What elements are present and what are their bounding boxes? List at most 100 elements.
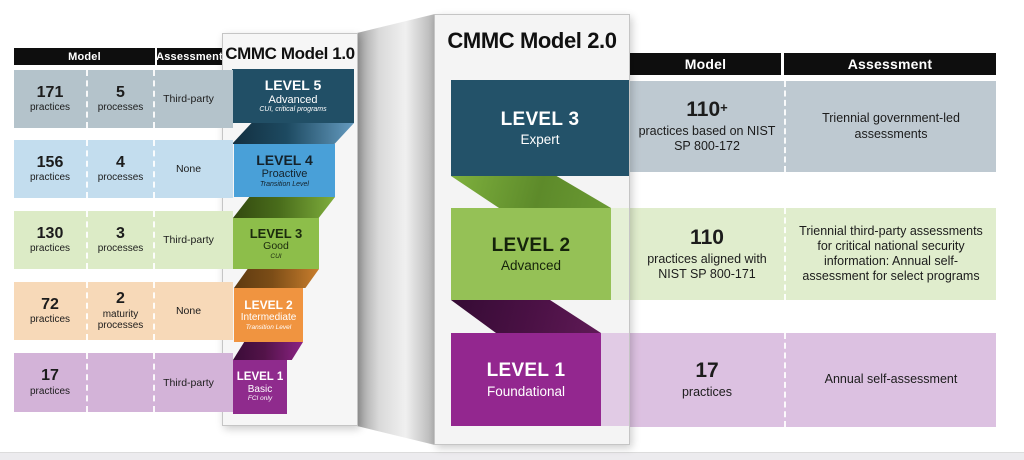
- practices-description: practices based on NIST SP 800-172: [638, 124, 776, 153]
- model-cell: 110+ practices based on NIST SP 800-172: [630, 81, 784, 172]
- model1-level1-block: LEVEL 1 Basic FCI only: [233, 360, 287, 414]
- ribbon-fold: [233, 342, 303, 360]
- right-table-row: 110 practices aligned with NIST SP 800-1…: [630, 208, 996, 300]
- practices-description: practices aligned with NIST SP 800-171: [647, 251, 767, 281]
- level-name: LEVEL 5: [264, 77, 322, 94]
- model1-level3-block: LEVEL 3 Good CUI: [233, 218, 319, 269]
- model2-level1-block: LEVEL 1 Foundational: [451, 333, 601, 426]
- model2-level3-block: LEVEL 3 Expert: [451, 80, 629, 176]
- model-cell: 110 practices aligned with NIST SP 800-1…: [630, 208, 784, 300]
- practices-count: 72: [41, 295, 59, 313]
- assessment-cell: Annual self-assessment: [784, 333, 996, 427]
- practices-count: 171: [36, 83, 64, 101]
- model2-title: CMMC Model 2.0: [447, 28, 617, 53]
- level-subtitle: Transition Level: [260, 180, 309, 188]
- level-label: Proactive: [261, 168, 308, 181]
- left-table-row: 17 practices Third-party: [14, 353, 233, 412]
- processes-label: processes: [97, 102, 144, 114]
- level-name: LEVEL 2: [491, 234, 571, 256]
- cmmc-model-1-panel: CMMC Model 1.0 LEVEL 5 Advanced CUI, cri…: [222, 33, 358, 426]
- level-label: Intermediate: [240, 312, 297, 324]
- left-table-row: 171 practices 5 processes Third-party: [14, 70, 233, 128]
- processes-count: 4: [116, 153, 125, 171]
- right-table-row: 110+ practices based on NIST SP 800-172 …: [630, 81, 996, 172]
- level-name: LEVEL 2: [244, 298, 293, 313]
- assessment-text: Annual self-assessment: [824, 372, 958, 387]
- practices-cell: 72 practices: [14, 282, 86, 340]
- right-table-row: 17 practices Annual self-assessment: [630, 333, 996, 427]
- processes-cell: 5 processes: [86, 70, 153, 128]
- processes-cell: 3 processes: [86, 211, 153, 269]
- practices-label: practices: [29, 102, 70, 114]
- level-name: LEVEL 3: [249, 225, 303, 241]
- practices-label: practices: [29, 172, 70, 184]
- ribbon-fold: [233, 197, 335, 218]
- practices-label: practices: [29, 243, 70, 255]
- level-subtitle: FCI only: [247, 395, 273, 403]
- practices-label: practices: [29, 385, 70, 397]
- ribbon-fold: [234, 269, 319, 288]
- practices-cell: 17 practices: [14, 353, 86, 412]
- processes-count: 2: [116, 290, 125, 308]
- practices-cell: 130 practices: [14, 211, 86, 269]
- practices-cell: 156 practices: [14, 140, 86, 198]
- right-table-assessment-header: Assessment: [784, 53, 996, 75]
- right-table-model-header: Model: [630, 53, 781, 75]
- level-subtitle: CUI: [270, 253, 282, 261]
- level-subtitle: CUI, critical programs: [259, 106, 327, 114]
- practices-description: practices: [681, 385, 733, 400]
- practices-count: 110+: [686, 98, 728, 122]
- model1-level4-block: LEVEL 4 Proactive Transition Level: [234, 144, 335, 197]
- processes-cell: 2 maturity processes: [86, 282, 153, 340]
- book-spine-3d: [357, 14, 435, 445]
- model1-level2-block: LEVEL 2 Intermediate Transition Level: [234, 288, 303, 342]
- assessment-cell: Third-party: [153, 353, 233, 412]
- cmmc-model-2-panel: CMMC Model 2.0 LEVEL 3 Expert LEVEL 2 Ad…: [434, 14, 630, 445]
- left-table-assessment-header: Assessment: [156, 48, 223, 65]
- assessment-cell: None: [153, 282, 233, 340]
- row-color-sliver: [601, 333, 629, 426]
- assessment-cell: Third-party: [153, 211, 233, 269]
- ribbon-fold: [232, 123, 354, 144]
- model1-title: CMMC Model 1.0: [225, 44, 355, 63]
- processes-label: processes: [97, 172, 144, 184]
- processes-cell: 4 processes: [86, 140, 153, 198]
- model2-level2-block: LEVEL 2 Advanced: [451, 208, 611, 300]
- left-table-row: 130 practices 3 processes Third-party: [14, 211, 233, 269]
- processes-label: processes: [97, 243, 144, 255]
- left-table-row: 72 practices 2 maturity processes None: [14, 282, 233, 340]
- level-name: LEVEL 1: [486, 360, 566, 382]
- practices-count: 110: [690, 225, 724, 249]
- assessment-cell: Triennial third-party assessments for cr…: [784, 208, 996, 300]
- processes-cell: [86, 353, 153, 412]
- practices-label: practices: [29, 314, 70, 326]
- assessment-cell: Triennial government-led assessments: [784, 81, 996, 172]
- level-label: Advanced: [500, 258, 562, 274]
- level-name: LEVEL 3: [500, 108, 580, 130]
- practices-count: 156: [36, 153, 64, 171]
- level-label: Advanced: [268, 93, 318, 106]
- level-label: Foundational: [486, 383, 566, 399]
- ribbon-fold: [451, 300, 601, 333]
- row-color-sliver: [611, 208, 629, 300]
- practices-cell: 171 practices: [14, 70, 86, 128]
- assessment-cell: None: [153, 140, 233, 198]
- practices-count: 17: [695, 359, 719, 383]
- left-table-model-header: Model: [14, 48, 155, 65]
- level-name: LEVEL 1: [236, 371, 284, 384]
- left-table-row: 156 practices 4 processes None: [14, 140, 233, 198]
- level-subtitle: Transition Level: [245, 323, 292, 331]
- assessment-text: Triennial government-led assessments: [822, 111, 960, 141]
- level-label: Basic: [247, 384, 273, 396]
- assessment-cell: Third-party: [153, 70, 233, 128]
- processes-count: 3: [116, 224, 125, 242]
- page-bottom-strip: [0, 452, 1024, 460]
- level-name: LEVEL 4: [256, 151, 313, 168]
- ribbon-fold: [451, 176, 611, 208]
- practices-count: 130: [36, 224, 64, 242]
- practices-count: 17: [41, 367, 59, 385]
- level-label: Expert: [520, 132, 560, 148]
- level-label: Good: [263, 240, 289, 253]
- model1-level5-block: LEVEL 5 Advanced CUI, critical programs: [232, 69, 354, 123]
